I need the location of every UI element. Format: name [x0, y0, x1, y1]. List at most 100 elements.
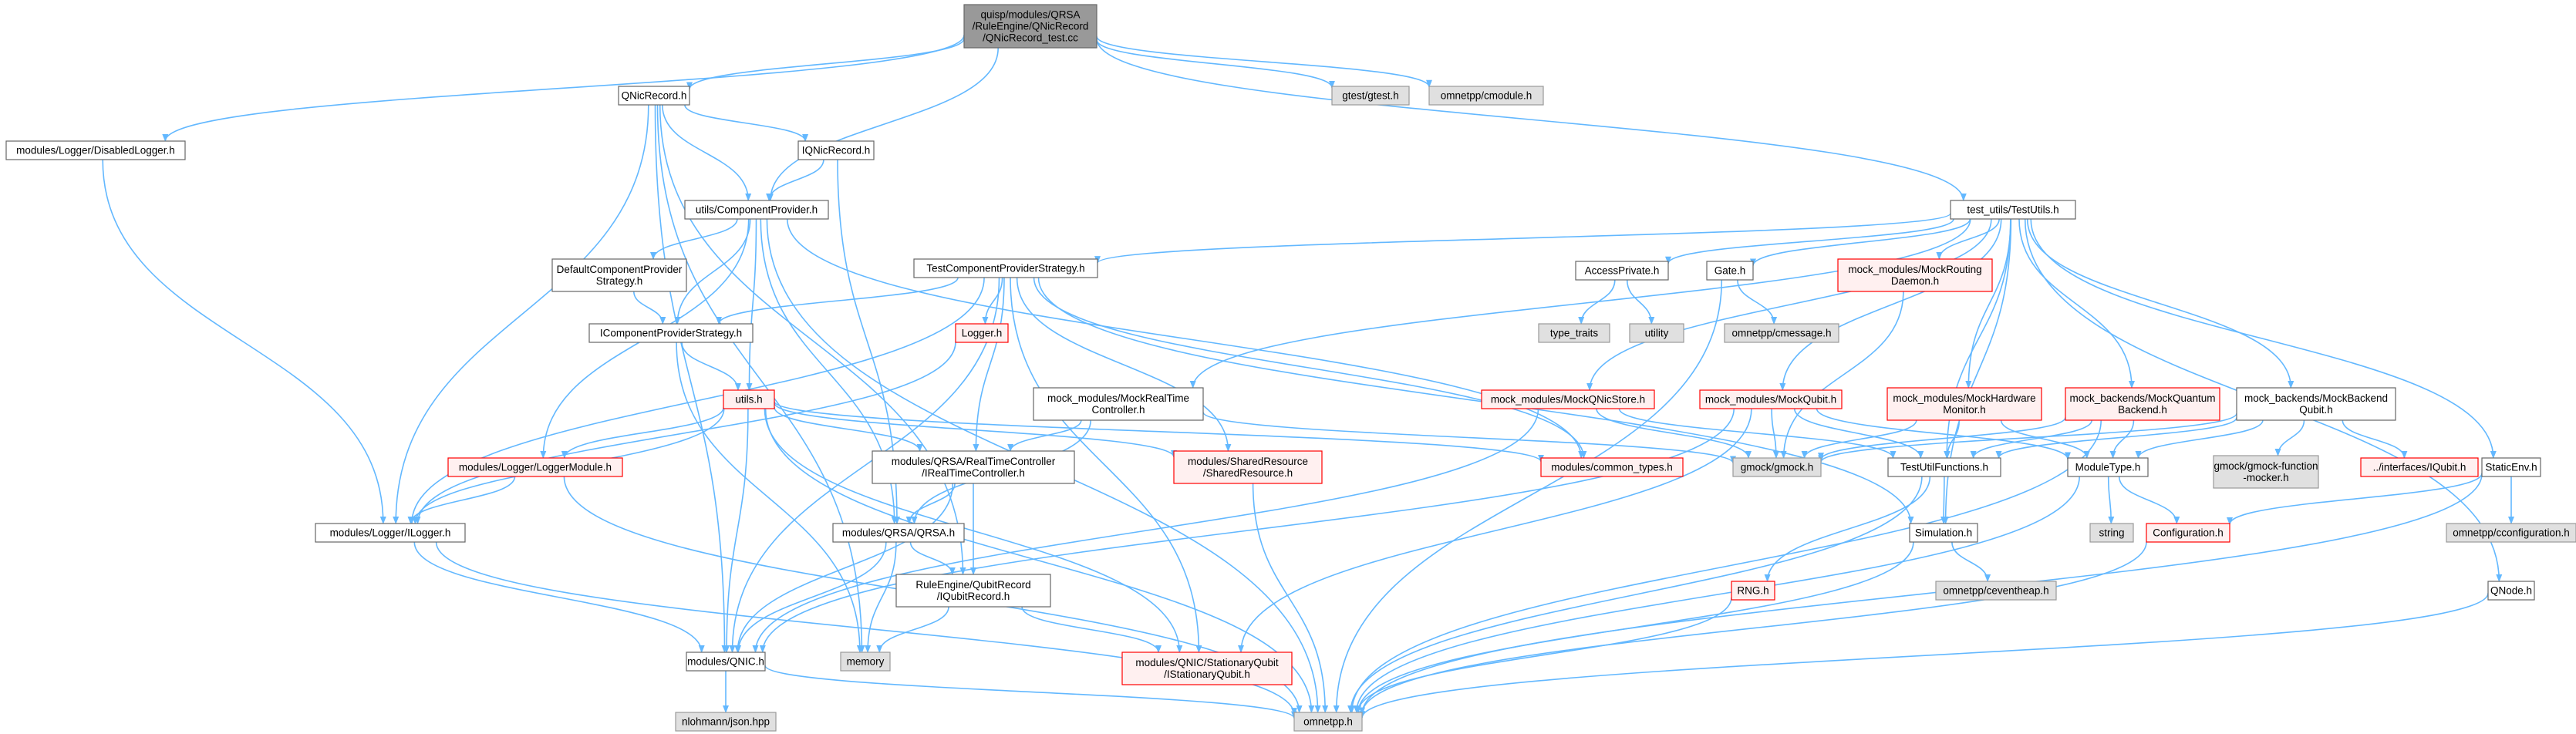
edge-qnicrecord-to-memory: [656, 104, 865, 653]
node-componentprovider[interactable]: utils/ComponentProvider.h: [684, 200, 829, 220]
edge-ilogger-to-qnich: [413, 541, 705, 653]
edge-accessprivate-to-typetraits: [1578, 279, 1616, 325]
edge-irtc-to-qnich: [734, 483, 954, 653]
node-box-icps: [588, 323, 754, 343]
edge-utilsh-to-irtc: [774, 406, 923, 452]
node-icps[interactable]: IComponentProviderStrategy.h: [588, 323, 754, 343]
node-iqubit[interactable]: ../interfaces/IQubit.h: [2360, 457, 2479, 477]
edge-mockbackendqubit-to-moduletype: [2135, 419, 2264, 459]
node-ceventheap[interactable]: omnetpp/ceventheap.h: [1935, 581, 2057, 601]
edge-rngh-to-omnetpp: [1354, 597, 1732, 713]
node-moduletype[interactable]: ModuleType.h: [2067, 457, 2149, 477]
node-memory[interactable]: memory: [840, 652, 891, 672]
node-box-testcps: [913, 258, 1098, 278]
node-label-istationaryqubit: /IStationaryQubit.h: [1164, 668, 1250, 680]
edge-loggerh-to-ilogger: [414, 342, 956, 524]
node-box-moduletype: [2067, 457, 2149, 477]
node-iqnicrecord[interactable]: IQNicRecord.h: [797, 140, 875, 160]
node-simulation[interactable]: Simulation.h: [1909, 523, 1978, 543]
node-gate[interactable]: Gate.h: [1706, 261, 1754, 281]
node-box-commontypes: [1540, 457, 1684, 477]
node-box-utilsh: [723, 389, 775, 409]
node-configuration[interactable]: Configuration.h: [2146, 523, 2230, 543]
node-mockqnicstore[interactable]: mock_modules/MockQNicStore.h: [1481, 389, 1655, 409]
node-label-utility: utility: [1645, 328, 1669, 339]
node-loggerh[interactable]: Logger.h: [955, 323, 1009, 343]
node-label-gmockmocker: gmock/gmock-function: [2214, 460, 2318, 472]
node-label-qnicrecord: QNicRecord.h: [622, 90, 687, 102]
node-box-simulation: [1909, 523, 1978, 543]
node-label-moduletype: ModuleType.h: [2075, 462, 2141, 473]
node-box-testutilfunctions: [1887, 457, 2001, 477]
node-label-loggerh: Logger.h: [962, 328, 1003, 339]
node-qnicrecord[interactable]: QNicRecord.h: [618, 86, 690, 106]
edge-mockqnicstore-to-gmock: [1596, 408, 1752, 459]
node-utilsh[interactable]: utils.h: [723, 389, 775, 409]
node-box-gtest: [1331, 86, 1410, 106]
edge-root-to-testutils: [1096, 39, 1967, 201]
node-box-disabledlogger: [5, 140, 186, 160]
node-iqubitrecord[interactable]: RuleEngine/QubitRecord/IQubitRecord.h: [895, 574, 1051, 608]
node-box-cconfiguration: [2446, 523, 2576, 543]
node-sharedresource[interactable]: modules/SharedResource/SharedResource.h: [1173, 450, 1323, 484]
node-loggermodule[interactable]: modules/Logger/LoggerModule.h: [447, 457, 623, 477]
node-jsonhpp[interactable]: nlohmann/json.hpp: [675, 712, 777, 732]
node-testcps[interactable]: TestComponentProviderStrategy.h: [913, 258, 1098, 278]
node-testutils[interactable]: test_utils/TestUtils.h: [1950, 200, 2076, 220]
node-qnich[interactable]: modules/QNIC.h: [686, 652, 766, 672]
node-box-memory: [840, 652, 891, 672]
node-label-istationaryqubit: modules/QNIC/StationaryQubit: [1135, 657, 1279, 668]
edge-icps-to-memory: [676, 342, 863, 653]
node-commontypes[interactable]: modules/common_types.h: [1540, 457, 1684, 477]
edge-qnicrecord-to-iqnicrecord: [684, 104, 809, 142]
edge-utilsh-to-qnich: [723, 408, 749, 653]
edge-disabledlogger-to-ilogger: [102, 159, 386, 524]
edge-iqubitrecord-to-istationaryqubit: [1021, 606, 1162, 653]
node-box-omnetpp: [1293, 712, 1363, 732]
edge-qnicrecord-to-iqubitrecord: [659, 104, 966, 575]
node-omnetpp[interactable]: omnetpp.h: [1293, 712, 1363, 732]
node-label-gmock: gmock/gmock.h: [1741, 462, 1814, 473]
node-qrsa[interactable]: modules/QRSA/QRSA.h: [832, 523, 965, 543]
node-box-configuration: [2146, 523, 2230, 543]
node-staticenv[interactable]: StaticEnv.h: [2481, 457, 2541, 477]
node-gmockmocker[interactable]: gmock/gmock-function-mocker.h: [2213, 455, 2319, 489]
edge-testcps-to-istationaryqubit: [1010, 277, 1202, 653]
node-mockqubit[interactable]: mock_modules/MockQubit.h: [1699, 389, 1843, 409]
node-cconfiguration[interactable]: omnetpp/cconfiguration.h: [2446, 523, 2576, 543]
edge-qrsa-to-qnich: [735, 541, 887, 653]
node-accessprivate[interactable]: AccessPrivate.h: [1575, 261, 1669, 281]
node-label-mockqbackend: Backend.h: [2118, 404, 2167, 416]
node-typetraits[interactable]: type_traits: [1538, 323, 1610, 343]
node-root[interactable]: quisp/modules/QRSA/RuleEngine/QNicRecord…: [963, 4, 1097, 49]
node-label-memory: memory: [847, 656, 885, 668]
node-utility[interactable]: utility: [1629, 323, 1684, 343]
node-cmodule[interactable]: omnetpp/cmodule.h: [1428, 86, 1544, 106]
node-box-loggerh: [955, 323, 1009, 343]
node-label-typetraits: type_traits: [1550, 328, 1599, 339]
node-irtc[interactable]: modules/QRSA/RealTimeController/IRealTim…: [872, 450, 1075, 484]
edges-layer: [102, 35, 2514, 719]
node-cmessage[interactable]: omnetpp/cmessage.h: [1724, 323, 1839, 343]
edge-testutils-to-testcps: [1094, 212, 1951, 264]
edge-ilogger-to-omnetpp: [435, 541, 1297, 716]
node-string[interactable]: string: [2089, 523, 2134, 543]
node-disabledlogger[interactable]: modules/Logger/DisabledLogger.h: [5, 140, 186, 160]
node-rngh[interactable]: RNG.h: [1731, 581, 1775, 601]
node-ilogger[interactable]: modules/Logger/ILogger.h: [315, 523, 466, 543]
edge-testutils-to-staticenv: [2030, 218, 2497, 459]
edge-root-to-disabledlogger: [162, 35, 965, 142]
node-label-sharedresource: modules/SharedResource: [1188, 456, 1308, 467]
edge-componentprovider-to-defaultcps: [650, 218, 738, 260]
node-gmock[interactable]: gmock/gmock.h: [1732, 457, 1822, 477]
node-istationaryqubit[interactable]: modules/QNIC/StationaryQubit/IStationary…: [1121, 652, 1293, 685]
node-qnodeh[interactable]: QNode.h: [2487, 581, 2535, 601]
node-gtest[interactable]: gtest/gtest.h: [1331, 86, 1410, 106]
node-testutilfunctions[interactable]: TestUtilFunctions.h: [1887, 457, 2001, 477]
